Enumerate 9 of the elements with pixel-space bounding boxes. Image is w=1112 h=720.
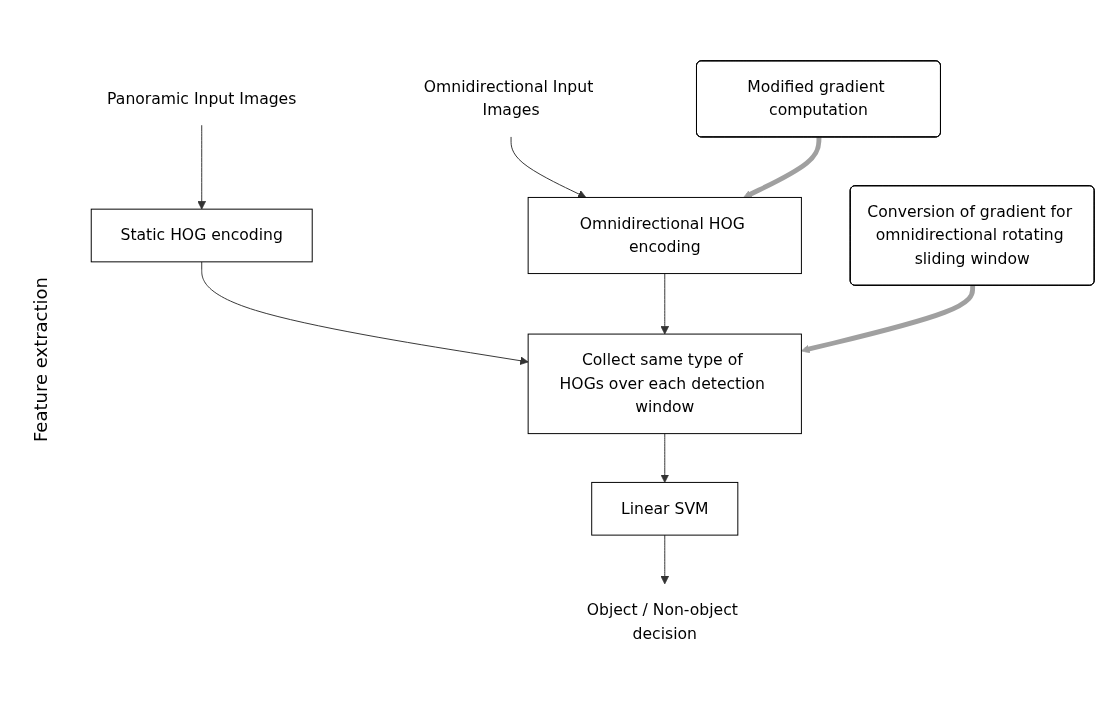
node-box: Omnidirectional HOG encoding — [527, 196, 802, 274]
group-label: Feature extraction — [29, 277, 51, 443]
node-box: Static HOG encoding — [90, 208, 313, 262]
node-text: Object / Non-object decision — [586, 600, 738, 643]
arrow — [743, 136, 822, 198]
node-text: Omnidirectional Input Images — [423, 76, 594, 119]
node-box: Collect same type of HOGs over each detection window — [527, 333, 802, 434]
node-box: Linear SVM — [591, 481, 739, 536]
node-text: Panoramic Input Images — [107, 88, 297, 108]
